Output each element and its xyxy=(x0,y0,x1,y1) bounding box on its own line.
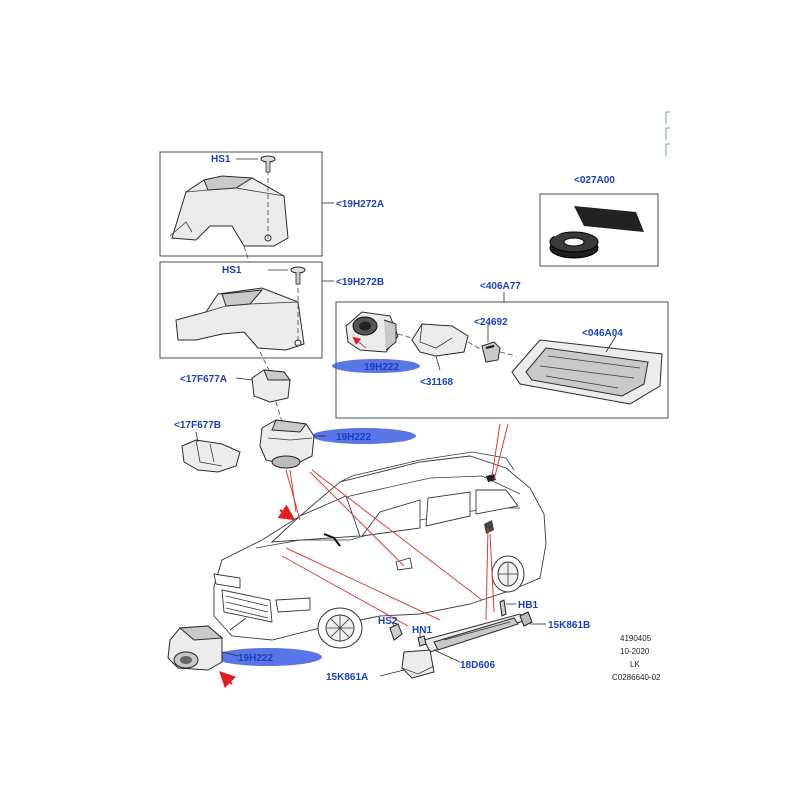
label-17f677a: <17F677A xyxy=(180,374,227,385)
camera-19h222 xyxy=(259,419,326,469)
tape-roll-icon xyxy=(549,231,599,259)
label-19h222-kit: 19H222 xyxy=(364,362,399,373)
label-hs1-mid: HS1 xyxy=(222,265,242,276)
clip-hs2-icon xyxy=(389,621,403,641)
label-406a77: <406A77 xyxy=(480,281,521,292)
rear-wheel-icon xyxy=(491,555,525,593)
cover-17f677a xyxy=(235,369,291,403)
label-18d606: 18D606 xyxy=(460,660,495,671)
label-027a00: <027A00 xyxy=(574,175,615,186)
bracket-31168 xyxy=(411,323,469,371)
vehicle-outline xyxy=(213,451,547,649)
sensor-bracket-18d606 xyxy=(401,611,533,679)
reference-line-1: 4190405 xyxy=(620,634,652,643)
edge-fragment xyxy=(665,111,670,156)
front-wheel-icon xyxy=(317,607,363,649)
label-17f677b: <17F677B xyxy=(174,420,221,431)
red-arrow-front xyxy=(219,671,237,689)
bracket-17f677b xyxy=(181,431,241,473)
label-19h272b: <19H272B xyxy=(336,277,384,288)
bracket-19h272b-panel xyxy=(159,261,323,359)
reference-line-2: 10-2020 xyxy=(620,647,650,656)
highlight-19h222-front xyxy=(214,648,322,666)
label-hn1: HN1 xyxy=(412,625,432,636)
label-19h272a: <19H272A xyxy=(336,199,384,210)
tape-027a00-panel xyxy=(539,193,659,267)
label-hs1-top: HS1 xyxy=(211,154,231,165)
label-hs2: HS2 xyxy=(378,616,398,627)
label-046a04: <046A04 xyxy=(582,328,623,339)
red-arrow-windshield xyxy=(277,504,296,521)
highlight-19h222-kit xyxy=(332,359,420,373)
label-19h222-front: 19H222 xyxy=(238,653,273,664)
red-arrow-kit xyxy=(352,336,367,349)
highlight-19h222-camera xyxy=(312,428,416,444)
label-31168: <31168 xyxy=(420,377,454,388)
bracket-19h272a xyxy=(171,177,289,247)
clip-24692 xyxy=(481,341,501,363)
front-camera-19h222 xyxy=(167,625,239,671)
bracket-19h272a-panel xyxy=(159,151,323,257)
windshield-panel-046a04 xyxy=(511,339,663,405)
kit-406a77-panel xyxy=(335,292,669,419)
reference-line-4: C0286640-02 xyxy=(612,673,661,682)
nut-hn1-icon xyxy=(417,632,427,647)
label-24692: <24692 xyxy=(474,317,508,328)
label-19h222-camera: 19H222 xyxy=(336,432,371,443)
screw-hs1-mid-icon xyxy=(290,266,306,285)
reference-line-3: LK xyxy=(630,660,640,669)
label-15k861b: 15K861B xyxy=(548,620,590,631)
label-hb1: HB1 xyxy=(518,600,538,611)
adhesive-pad-icon xyxy=(574,206,644,232)
bracket-19h272b xyxy=(175,287,305,351)
label-15k861a: 15K861A xyxy=(326,672,368,683)
bolt-hb1-icon xyxy=(499,599,516,617)
screw-hs1-top-icon xyxy=(260,155,276,173)
